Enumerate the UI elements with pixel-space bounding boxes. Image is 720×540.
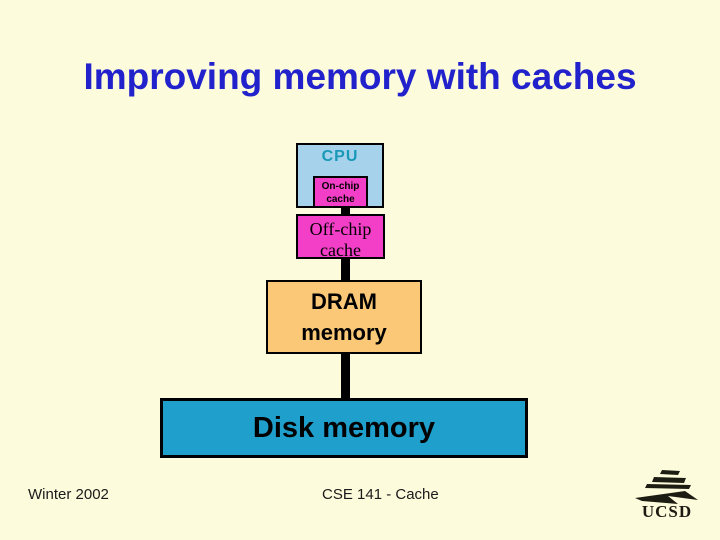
dram-memory-label-line1: DRAM	[311, 289, 377, 314]
ucsd-logo-text: UCSD	[641, 502, 693, 521]
geisel-library-icon	[635, 470, 698, 504]
cpu-label: CPU	[321, 148, 359, 165]
off-chip-cache-label-line2: cache	[320, 239, 361, 260]
on-chip-cache-box: On-chip cache	[313, 176, 368, 208]
disk-memory-box: Disk memory	[160, 398, 528, 458]
slide-title: Improving memory with caches	[83, 56, 637, 97]
footer-course: CSE 141 - Cache	[322, 486, 439, 503]
off-chip-cache-label-line1: Off-chip	[309, 219, 372, 239]
ucsd-logo: UCSD	[628, 470, 706, 522]
on-chip-cache-label-line2: cache	[326, 194, 355, 205]
dram-memory-label-line2: memory	[301, 319, 387, 345]
on-chip-cache-label-line1: On-chip	[321, 181, 360, 192]
dram-memory-box: DRAM memory	[266, 280, 422, 354]
footer-date: Winter 2002	[28, 486, 109, 503]
off-chip-cache-box: Off-chip cache	[296, 214, 385, 260]
disk-memory-label: Disk memory	[252, 412, 436, 444]
